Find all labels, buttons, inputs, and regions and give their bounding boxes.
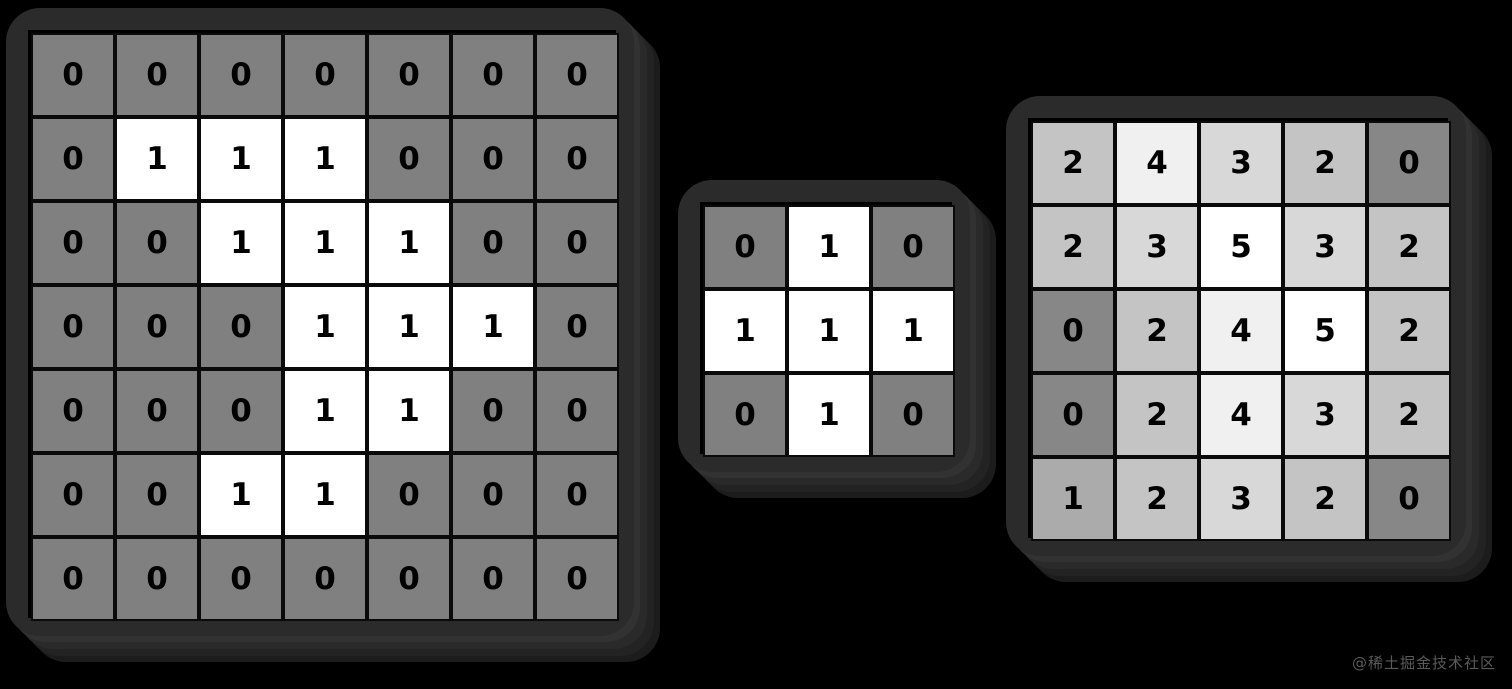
input-cell: 1: [199, 453, 283, 537]
input-cell: 1: [199, 201, 283, 285]
input-cell: 0: [31, 33, 115, 117]
kernel-cell: 1: [871, 289, 955, 373]
input-cell: 0: [115, 537, 199, 621]
input-cell: 0: [367, 537, 451, 621]
input-cell: 0: [535, 285, 619, 369]
input-cell: 1: [115, 117, 199, 201]
input-cell: 0: [31, 369, 115, 453]
input-cell: 0: [115, 33, 199, 117]
output-cell: 2: [1031, 205, 1115, 289]
output-cell: 2: [1367, 289, 1451, 373]
output-cell: 4: [1115, 121, 1199, 205]
input-cell: 0: [451, 201, 535, 285]
kernel-cell: 0: [871, 373, 955, 457]
input-cell: 0: [451, 453, 535, 537]
input-cell: 0: [199, 285, 283, 369]
input-cell: 1: [367, 201, 451, 285]
output-cell: 3: [1199, 457, 1283, 541]
input-cell: 0: [451, 369, 535, 453]
input-cell: 1: [283, 453, 367, 537]
kernel-cell: 0: [703, 205, 787, 289]
input-cell: 0: [115, 285, 199, 369]
input-cell: 0: [535, 537, 619, 621]
input-cell: 0: [535, 453, 619, 537]
input-cell: 0: [199, 369, 283, 453]
input-cell: 0: [31, 201, 115, 285]
output-cell: 3: [1199, 121, 1283, 205]
input-cell: 0: [31, 117, 115, 201]
input-cell: 0: [535, 33, 619, 117]
output-cell: 5: [1199, 205, 1283, 289]
input-cell: 0: [31, 537, 115, 621]
input-cell: 0: [451, 537, 535, 621]
input-cell: 0: [283, 33, 367, 117]
watermark-label: @稀土掘金技术社区: [1351, 654, 1496, 672]
output-cell: 2: [1115, 289, 1199, 373]
input-cell: 0: [367, 453, 451, 537]
input-cell: 1: [199, 117, 283, 201]
input-cell: 0: [535, 117, 619, 201]
output-cell: 4: [1199, 289, 1283, 373]
input-cell: 0: [367, 117, 451, 201]
output-cell: 0: [1031, 373, 1115, 457]
input-cell: 0: [199, 33, 283, 117]
kernel-cell: 1: [703, 289, 787, 373]
kernel-cell: 1: [787, 289, 871, 373]
input-cell: 1: [283, 117, 367, 201]
output-cell: 0: [1031, 289, 1115, 373]
kernel-cell: 0: [703, 373, 787, 457]
output-cell: 2: [1031, 121, 1115, 205]
input-cell: 0: [451, 33, 535, 117]
output-cell: 3: [1115, 205, 1199, 289]
input-cell: 1: [283, 285, 367, 369]
output-cell: 5: [1283, 289, 1367, 373]
output-cell: 0: [1367, 457, 1451, 541]
output-cell: 2: [1367, 205, 1451, 289]
output-cell: 2: [1283, 121, 1367, 205]
input-cell: 0: [451, 117, 535, 201]
output-cell: 2: [1367, 373, 1451, 457]
input-cell: 0: [535, 369, 619, 453]
input-cell: 1: [283, 369, 367, 453]
input-cell: 0: [31, 453, 115, 537]
output-cell: 3: [1283, 373, 1367, 457]
input-cell: 1: [451, 285, 535, 369]
input-cell: 1: [367, 369, 451, 453]
kernel-cell: 0: [871, 205, 955, 289]
input-cell: 0: [115, 453, 199, 537]
input-cell: 0: [31, 285, 115, 369]
input-cell: 0: [283, 537, 367, 621]
input-cell: 0: [115, 201, 199, 285]
output-cell: 4: [1199, 373, 1283, 457]
input-cell: 0: [199, 537, 283, 621]
input-cell: 0: [535, 201, 619, 285]
output-cell: 2: [1115, 373, 1199, 457]
output-cell: 0: [1367, 121, 1451, 205]
input-cell: 1: [367, 285, 451, 369]
input-cell: 1: [283, 201, 367, 285]
output-cell: 2: [1115, 457, 1199, 541]
kernel-cell: 1: [787, 205, 871, 289]
output-cell: 2: [1283, 457, 1367, 541]
output-cell: 1: [1031, 457, 1115, 541]
input-cell: 0: [367, 33, 451, 117]
input-cell: 0: [115, 369, 199, 453]
kernel-cell: 1: [787, 373, 871, 457]
output-cell: 3: [1283, 205, 1367, 289]
